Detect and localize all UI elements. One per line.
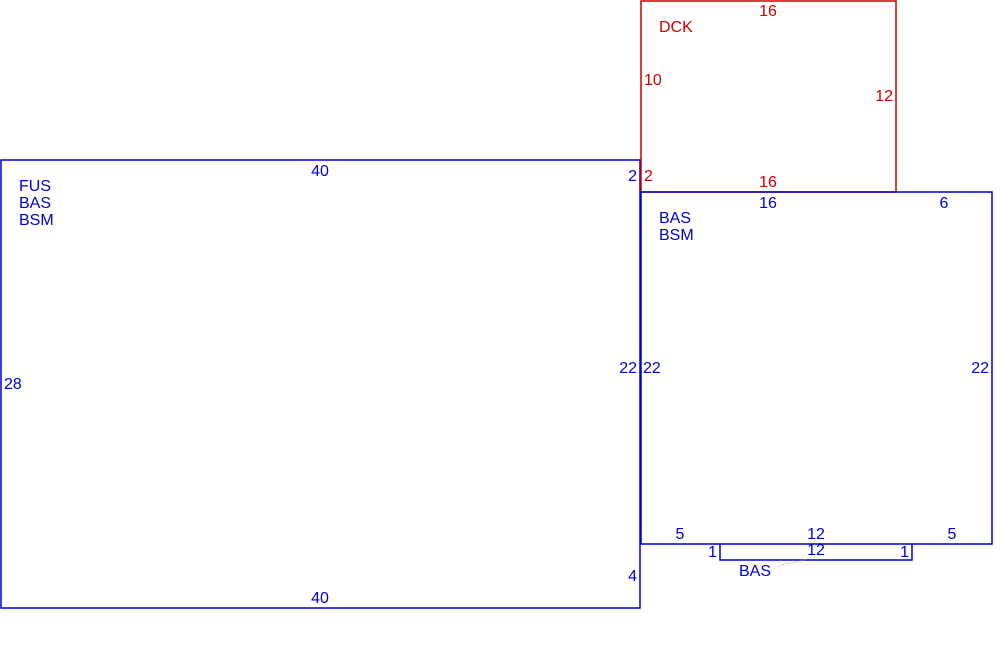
main-block-code-1: FUS: [19, 178, 51, 195]
deck-right-dimension: 12: [875, 88, 893, 105]
deck-block: DCK 16 16 10 2 12: [640, 0, 897, 193]
right-block: BAS BSM 16 6 22 22 5 12 5: [640, 191, 993, 545]
right-block-top-right-dimension: 6: [940, 195, 949, 212]
bump-out-top-dimension: 12: [807, 542, 825, 559]
main-block-outline: [0, 159, 641, 609]
main-block-right-upper-dimension: 2: [628, 168, 637, 185]
main-block-code-3: BSM: [19, 212, 54, 229]
right-block-outline: [640, 191, 993, 545]
right-block-code-1: BAS: [659, 210, 691, 227]
bump-out-leader-line: [777, 558, 809, 567]
right-block-right-dimension: 22: [971, 360, 989, 377]
right-block-top-left-dimension: 16: [759, 195, 777, 212]
main-block: FUS BAS BSM 40 40 28 2 22 4: [0, 159, 641, 609]
right-block-bottom-left-dimension: 5: [676, 526, 685, 543]
deck-left-lower-dimension: 2: [644, 168, 653, 185]
deck-bottom-dimension: 16: [759, 174, 777, 191]
main-block-left-dimension: 28: [4, 376, 22, 393]
main-block-top-dimension: 40: [311, 163, 329, 180]
right-block-code-2: BSM: [659, 227, 694, 244]
bump-out-code: BAS: [739, 563, 771, 580]
main-block-right-middle-dimension: 22: [619, 360, 637, 377]
right-block-bottom-middle-dimension: 12: [807, 526, 825, 543]
bump-out: 12 1 1 BAS: [708, 542, 913, 580]
bump-out-right-dimension: 1: [900, 544, 909, 561]
bump-out-left-dimension: 1: [708, 544, 717, 561]
main-block-right-lower-dimension: 4: [628, 568, 637, 585]
right-block-bottom-right-dimension: 5: [948, 526, 957, 543]
right-block-left-dimension: 22: [643, 360, 661, 377]
main-block-code-2: BAS: [19, 195, 51, 212]
deck-top-dimension: 16: [759, 3, 777, 20]
bump-out-outline: [719, 544, 913, 561]
deck-code: DCK: [659, 19, 693, 36]
deck-left-upper-dimension: 10: [644, 72, 662, 89]
main-block-bottom-dimension: 40: [311, 590, 329, 607]
